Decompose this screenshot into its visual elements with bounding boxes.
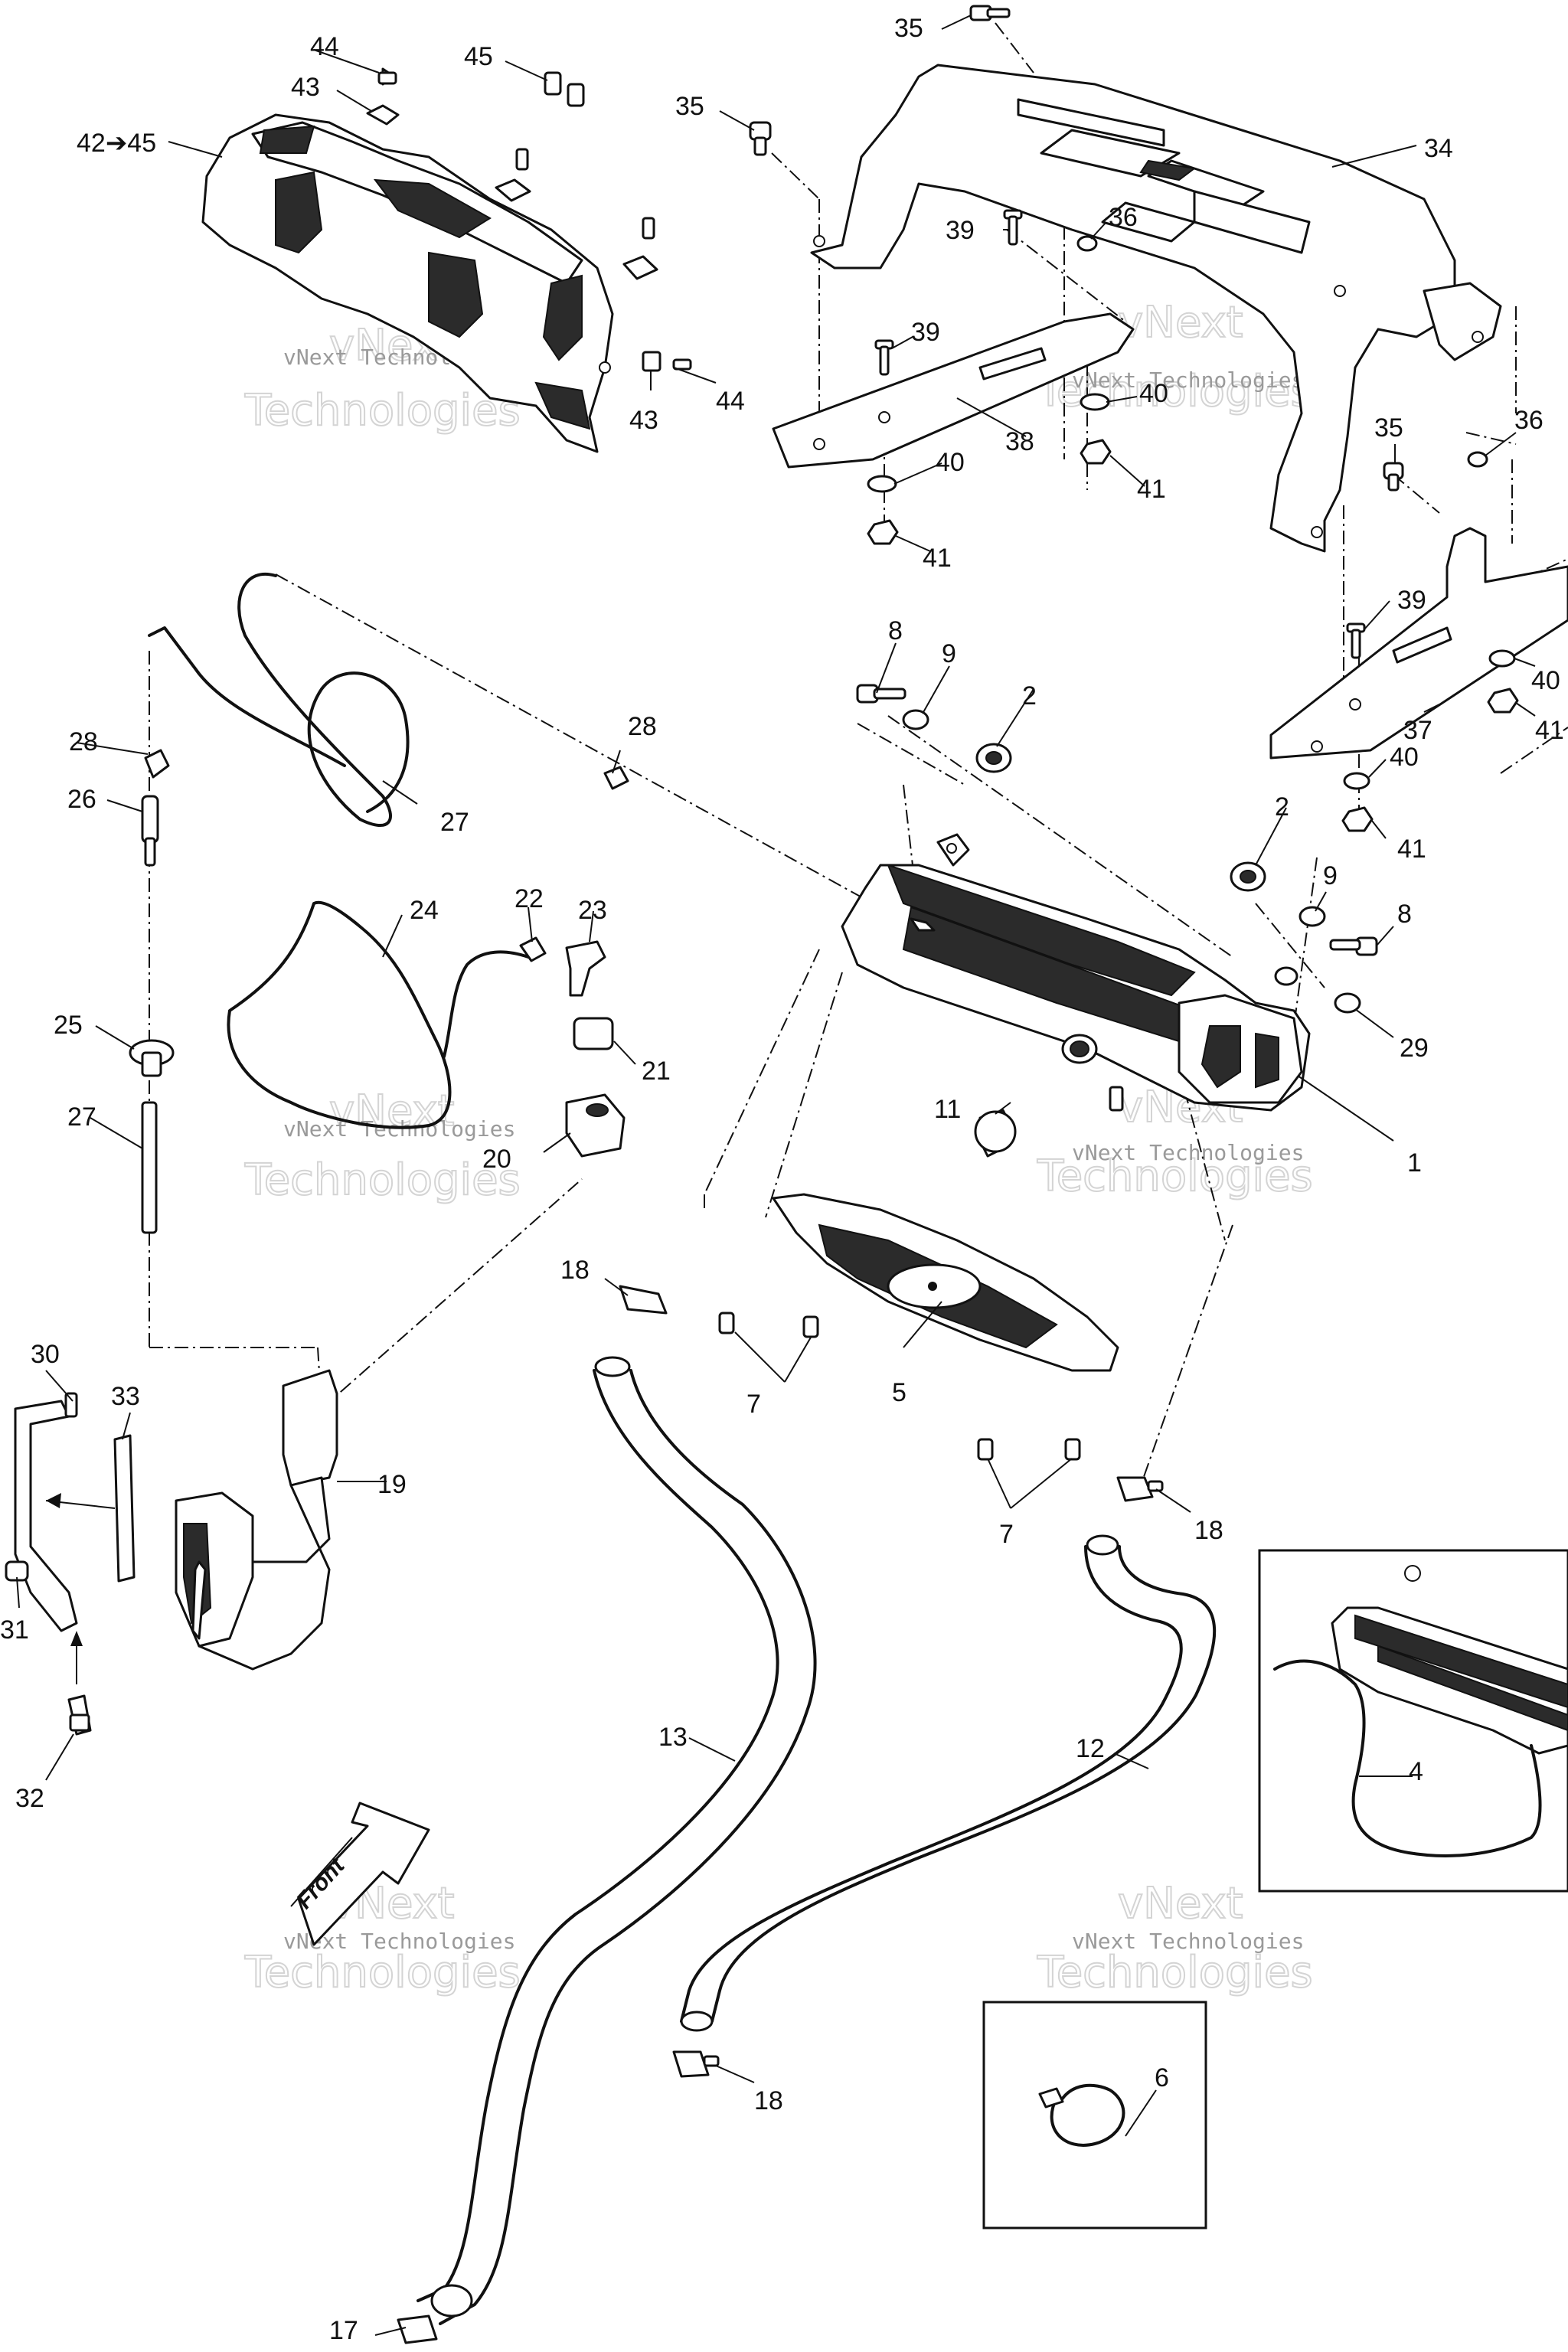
- cover-fasteners: [366, 67, 692, 372]
- watermark-group-2: vNext Technologies vNext Technologies: [1036, 297, 1314, 417]
- callout-7: 7: [746, 1390, 761, 1419]
- callout-32: 32: [15, 1784, 44, 1813]
- leader-lines: [16, 15, 1536, 2336]
- callout-39: 39: [946, 216, 975, 245]
- watermark-subtitle: Technologies: [244, 386, 521, 436]
- radiator-cover-shroud: [201, 113, 614, 453]
- callout-39: 39: [911, 318, 940, 347]
- watermark-subtitle: Technologies: [1037, 1948, 1313, 1998]
- watermark-subtitle: Technologies: [244, 1155, 521, 1205]
- hose-clamps: [397, 1285, 1164, 2344]
- callout-2: 2: [1275, 792, 1289, 822]
- callout-36: 36: [1109, 203, 1138, 232]
- callout-40: 40: [936, 448, 965, 477]
- callout-37: 37: [1403, 716, 1432, 745]
- callout-45: 45: [464, 42, 493, 71]
- callout-5: 5: [892, 1378, 906, 1407]
- callout-19: 19: [377, 1470, 407, 1499]
- callout-18: 18: [1194, 1516, 1223, 1545]
- callout-41: 41: [1535, 716, 1564, 745]
- right-bracket-fragment: [1269, 527, 1568, 760]
- callout-labels: 1 2 2 4 5 6 7 7 8 8 9 9 11 12 13 17 18 1…: [0, 14, 1564, 2345]
- callout-12: 12: [1076, 1734, 1105, 1763]
- callout-43: 43: [291, 73, 320, 102]
- watermark-subtitle: Technologies: [1037, 1152, 1313, 1201]
- watermark-subtitle: Technologies: [1037, 367, 1313, 416]
- callout-42-to-45: 42➔45: [77, 129, 156, 158]
- watermark-group-3: vNext Technologies vNext Technologies: [243, 1086, 521, 1206]
- callout-40: 40: [1390, 743, 1419, 772]
- callout-39: 39: [1397, 586, 1426, 615]
- callout-41: 41: [923, 544, 952, 573]
- callout-28: 28: [69, 727, 98, 756]
- callout-25: 25: [54, 1011, 83, 1040]
- callout-35: 35: [675, 92, 704, 121]
- callout-40: 40: [1139, 379, 1168, 408]
- upper-mounting-bracket: [810, 64, 1502, 553]
- coolant-reservoir: [175, 1369, 338, 1671]
- callout-31: 31: [0, 1615, 29, 1645]
- cooling-fan: [772, 1193, 1119, 1372]
- watermark-brand: vNext: [1118, 298, 1243, 348]
- callout-44: 44: [716, 387, 745, 416]
- inset-box-overflow-line: [1258, 1549, 1568, 1893]
- callout-26: 26: [67, 785, 96, 814]
- fan-screws: [718, 1312, 1081, 1461]
- callout-24: 24: [410, 896, 439, 925]
- callout-43: 43: [629, 406, 658, 435]
- radiator-cap: [974, 1109, 1017, 1158]
- callout-27: 27: [67, 1102, 96, 1132]
- callout-18: 18: [754, 2086, 783, 2115]
- callout-1: 1: [1407, 1148, 1422, 1178]
- callout-22: 22: [514, 884, 544, 913]
- callout-8: 8: [1397, 900, 1412, 929]
- callout-44: 44: [310, 32, 339, 61]
- radiator-mount-hardware: [856, 684, 1378, 1014]
- callout-17: 17: [329, 2316, 358, 2345]
- overflow-fittings: [129, 749, 629, 1234]
- callout-6: 6: [1155, 2063, 1169, 2092]
- callout-7: 7: [999, 1520, 1014, 1549]
- callout-38: 38: [1005, 427, 1034, 456]
- callout-29: 29: [1400, 1034, 1429, 1063]
- callout-9: 9: [942, 639, 956, 668]
- callout-8: 8: [888, 616, 903, 645]
- watermark-brand: vNext: [1118, 1879, 1243, 1929]
- callout-20: 20: [482, 1145, 511, 1174]
- callout-28: 28: [628, 712, 657, 741]
- callout-21: 21: [642, 1057, 671, 1086]
- callout-4: 4: [1409, 1757, 1423, 1786]
- watermark-text: vNext Technologies: [1072, 1929, 1304, 1954]
- inset-box-clamp: [982, 2001, 1207, 2230]
- alignment-lines: [149, 22, 1568, 1486]
- callout-2: 2: [1022, 681, 1037, 710]
- callout-27: 27: [440, 808, 469, 837]
- hoses-overflow: [148, 573, 530, 1129]
- watermark-subtitle: Technologies: [244, 1948, 521, 1998]
- callout-9: 9: [1323, 861, 1338, 890]
- watermark-text: vNext Technologies: [1072, 368, 1304, 393]
- watermark-group-5: vNext Technologies vNext Technologies: [243, 1878, 521, 1998]
- callout-23: 23: [578, 896, 607, 925]
- callout-11: 11: [934, 1095, 961, 1124]
- lower-mounting-bracket-38: [772, 312, 1135, 469]
- radiator-core: [841, 833, 1311, 1112]
- callout-18: 18: [560, 1256, 590, 1285]
- callout-35: 35: [1374, 413, 1403, 443]
- watermark-text: vNext Technologies: [1072, 1140, 1304, 1165]
- callout-34: 34: [1424, 134, 1453, 163]
- radiator-hoses: [410, 1352, 1217, 2331]
- callout-13: 13: [658, 1723, 688, 1752]
- callout-41: 41: [1137, 475, 1166, 504]
- callout-41: 41: [1397, 835, 1426, 864]
- reservoir-strap: [5, 1392, 136, 1736]
- callout-36: 36: [1514, 406, 1544, 435]
- fasteners-upper: [749, 5, 1519, 832]
- callout-33: 33: [111, 1382, 140, 1411]
- watermark-group-6: vNext Technologies vNext Technologies: [1036, 1878, 1314, 1998]
- callout-40: 40: [1531, 666, 1560, 695]
- callout-35: 35: [894, 14, 923, 43]
- callout-30: 30: [31, 1340, 60, 1369]
